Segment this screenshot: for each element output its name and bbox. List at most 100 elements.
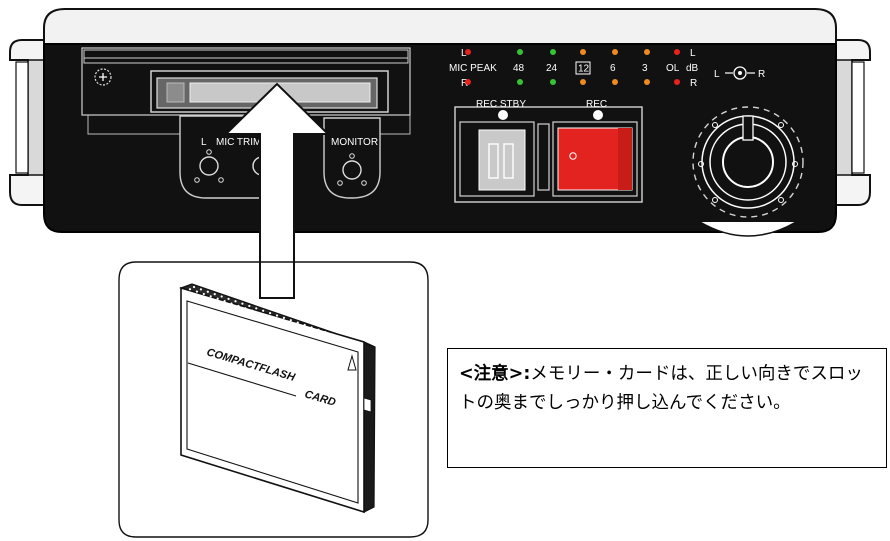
- card-pin-hole: [199, 288, 203, 291]
- scale-12-box: [575, 61, 591, 75]
- card-pin-hole: [230, 302, 233, 305]
- card-pin-hole: [223, 299, 226, 303]
- right-led-7: [674, 79, 680, 85]
- left-led-1: [465, 49, 471, 55]
- scale-48-label: 48: [513, 63, 525, 74]
- right-led-1: [465, 79, 471, 85]
- caution-text: メモリー・カードは、正しい向きでスロットの奥までしっかり押し込んでください。: [459, 364, 863, 413]
- right-led-2: [517, 79, 523, 85]
- card-pin-hole: [275, 314, 279, 317]
- card-pin-hole: [292, 323, 295, 326]
- card-pin-hole: [248, 304, 251, 308]
- card-pin-hole: [209, 295, 212, 298]
- card-pin-hole: [258, 311, 261, 315]
- monitor-knob[interactable]: [337, 153, 367, 186]
- meter-left-label: L: [461, 48, 467, 59]
- rotary-knob[interactable]: [692, 106, 804, 218]
- card-pin-hole: [347, 342, 351, 345]
- card-pin-hole: [354, 345, 358, 348]
- card-face: [180, 286, 365, 514]
- card-pin-hole: [282, 316, 286, 319]
- card-pin-hole: [227, 297, 230, 300]
- card-pin-hole: [310, 326, 313, 329]
- rec-button[interactable]: [552, 121, 638, 197]
- card-pin-hole: [216, 297, 219, 300]
- card-pin-hole: [220, 295, 223, 298]
- card-pin-hole: [341, 340, 344, 343]
- card-pin-hole: [331, 333, 334, 336]
- left-led-4: [580, 49, 586, 55]
- card-pin-hole: [303, 323, 306, 327]
- card-pin-hole: [244, 307, 247, 310]
- card-pin-hole: [285, 321, 288, 324]
- card-pin-hole: [202, 292, 205, 296]
- right-led-4: [580, 79, 586, 85]
- pan-right-label: R: [758, 69, 765, 80]
- rec-indicator: [593, 110, 603, 120]
- led-row-right: [465, 79, 680, 85]
- card-pin-hole: [237, 304, 240, 307]
- left-led-7: [674, 49, 680, 55]
- card-pin-hole: [345, 338, 348, 341]
- monitor-bezel-lower: [699, 221, 797, 237]
- caution-note: <注意>:メモリー・カードは、正しい向きでスロットの奥までしっかり押し込んでくだ…: [447, 348, 887, 468]
- mic-trim-left-label: L: [201, 137, 207, 148]
- card-pin-hole: [358, 342, 362, 346]
- card-pin-hole: [188, 288, 192, 291]
- meter-right-label: R: [461, 78, 468, 89]
- mic-trim-label: MIC TRIM: [216, 137, 261, 148]
- card-pin-hole: [241, 302, 244, 305]
- card-pin-hole: [234, 300, 237, 303]
- scale-6-label: 6: [610, 63, 616, 74]
- card-pin-hole: [338, 335, 341, 338]
- rec-stby-label: REC STBY: [476, 99, 526, 110]
- card-pin-hole: [327, 335, 330, 338]
- rec-stby-indicator: [498, 110, 508, 120]
- left-led-6: [644, 49, 650, 55]
- right-led-5: [612, 79, 618, 85]
- led-row-left: [465, 49, 680, 55]
- card-pin-hole: [213, 293, 216, 296]
- card-pin-hole: [192, 285, 196, 289]
- rec-stby-button[interactable]: [459, 121, 535, 197]
- scale-ol-label: OL: [666, 63, 680, 74]
- card-pin-holes: [188, 285, 362, 348]
- left-side-bracket: [9, 39, 45, 206]
- card-pin-hole: [317, 328, 320, 331]
- card-pin-hole: [306, 328, 309, 331]
- top-case: [43, 8, 837, 45]
- card-pin-hole: [324, 331, 327, 334]
- scale-24-label: 24: [546, 63, 558, 74]
- scale-12-label: 12: [578, 64, 590, 75]
- db-unit-label: dB: [686, 63, 699, 74]
- meter-right-label-right: R: [690, 78, 697, 89]
- left-led-2: [517, 49, 523, 55]
- mic-trim-left-knob[interactable]: [194, 149, 224, 183]
- card-pin-hole: [320, 333, 323, 336]
- card-pin-hole: [195, 290, 199, 293]
- scale-3-label: 3: [642, 63, 648, 74]
- right-led-6: [644, 79, 650, 85]
- card-pin-hole: [351, 340, 355, 343]
- card-pin-hole: [334, 337, 337, 341]
- left-led-3: [550, 49, 556, 55]
- card-pin-hole: [264, 314, 268, 317]
- card-pin-hole: [255, 307, 258, 310]
- compactflash-card: [179, 283, 376, 514]
- meter-left-label-right: L: [690, 48, 696, 59]
- card-pin-hole: [299, 326, 302, 329]
- right-side-bracket: [835, 39, 871, 206]
- monitor-label: MONITOR: [331, 137, 378, 148]
- eject-screw-icon: [94, 68, 112, 86]
- card-pin-hole: [289, 319, 292, 322]
- card-pin-hole: [313, 330, 316, 334]
- level-meter: L MIC PEAK R 48 24 12 6 3 OL dB L R: [449, 48, 699, 89]
- mic-peak-label: MIC PEAK: [449, 63, 497, 74]
- caution-heading: <注意>:: [459, 364, 531, 384]
- card-pin-hole: [268, 312, 272, 315]
- insert-arrow-icon: [223, 82, 331, 299]
- card-pin-hole: [262, 309, 265, 312]
- pan-indicator: L R: [714, 66, 765, 80]
- card-callout-box: [118, 261, 429, 538]
